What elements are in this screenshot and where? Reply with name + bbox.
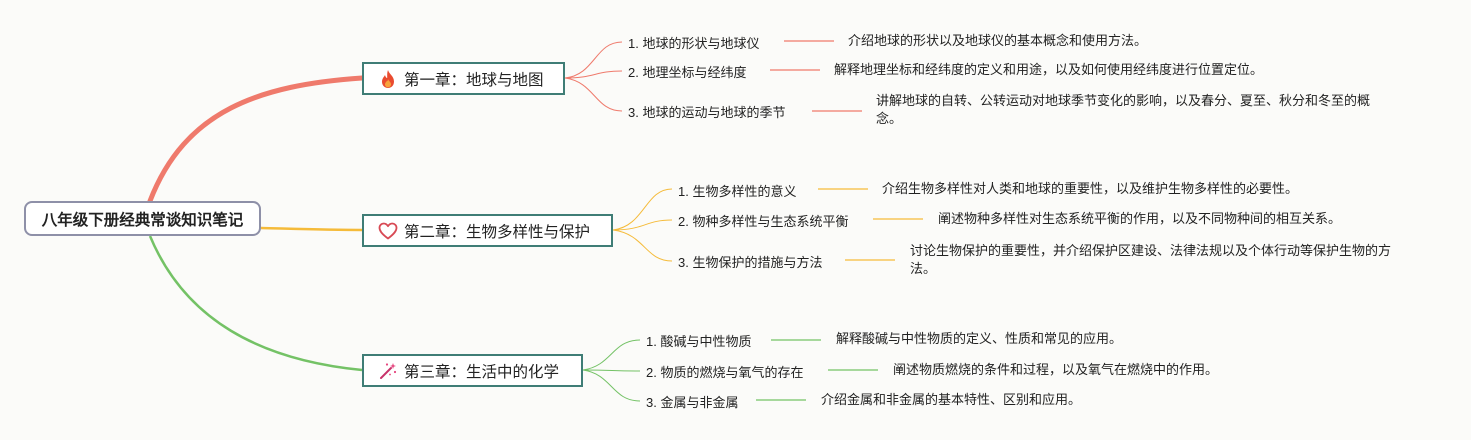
root-node[interactable]: 八年级下册经典常谈知识笔记 xyxy=(24,201,261,236)
desc-2-1: 介绍生物多样性对人类和地球的重要性，以及维护生物多样性的必要性。 xyxy=(882,181,1299,196)
connector-ch2-topic1 xyxy=(612,188,673,231)
topic-3-1[interactable]: 1. 酸碱与中性物质 xyxy=(646,334,752,349)
magic-wand-icon xyxy=(378,361,398,381)
topic-1-2[interactable]: 2. 地理坐标与经纬度 xyxy=(628,65,747,80)
topic-1-1[interactable]: 1. 地球的形状与地球仪 xyxy=(628,36,760,51)
connector-ch3-topic2 xyxy=(582,369,641,372)
chapter-title-3: 第三章：生活中的化学 xyxy=(404,363,560,381)
heart-outline-icon xyxy=(378,221,398,241)
connector-ch3-topic3 xyxy=(582,369,641,402)
desc-2-3: 讨论生物保护的重要性，并介绍保护区建设、法律法规以及个体行动等保护生物的方法。 xyxy=(910,243,1392,276)
desc-1-3: 讲解地球的自转、公转运动对地球季节变化的影响，以及春分、夏至、秋分和冬至的概念。 xyxy=(876,93,1371,126)
connector-ch2-topic2 xyxy=(612,219,673,231)
desc-1-2: 解释地理坐标和经纬度的定义和用途，以及如何使用经纬度进行位置定位。 xyxy=(834,62,1264,77)
chapter-node-2[interactable]: 第二章：生物多样性与保护 xyxy=(362,214,613,247)
topic-2-3[interactable]: 3. 生物保护的措施与方法 xyxy=(678,255,823,270)
desc-2-2: 阐述物种多样性对生态系统平衡的作用，以及不同物种间的相互关系。 xyxy=(938,211,1342,226)
chapter-node-1[interactable]: 第一章：地球与地图 xyxy=(362,62,565,95)
chapter-node-3[interactable]: 第三章：生活中的化学 xyxy=(362,354,583,387)
connector-ch1-topic3 xyxy=(564,77,623,112)
connector-root-chapter1 xyxy=(147,75,365,204)
chapter-title-2: 第二章：生物多样性与保护 xyxy=(404,223,591,241)
connector-ch1-topic2 xyxy=(564,70,623,79)
fire-icon xyxy=(378,69,398,89)
desc-3-2: 阐述物质燃烧的条件和过程，以及氧气在燃烧中的作用。 xyxy=(893,362,1219,377)
connector-root-chapter2 xyxy=(260,226,363,232)
root-title: 八年级下册经典常谈知识笔记 xyxy=(41,211,244,229)
connector-root-chapter3 xyxy=(148,235,363,372)
topic-2-2[interactable]: 2. 物种多样性与生态系统平衡 xyxy=(678,214,849,229)
chapter-title-1: 第一章：地球与地图 xyxy=(404,71,544,89)
topic-3-3[interactable]: 3. 金属与非金属 xyxy=(646,395,739,410)
topic-1-3[interactable]: 3. 地球的运动与地球的季节 xyxy=(628,105,786,120)
desc-1-1: 介绍地球的形状以及地球仪的基本概念和使用方法。 xyxy=(848,33,1148,48)
connector-ch1-topic1 xyxy=(564,41,623,79)
desc-3-3: 介绍金属和非金属的基本特性、区别和应用。 xyxy=(821,392,1082,407)
connector-ch3-topic1 xyxy=(582,339,641,371)
topic-2-1[interactable]: 1. 生物多样性的意义 xyxy=(678,184,797,199)
desc-3-1: 解释酸碱与中性物质的定义、性质和常见的应用。 xyxy=(836,331,1123,346)
topic-3-2[interactable]: 2. 物质的燃烧与氧气的存在 xyxy=(646,365,804,380)
connector-ch2-topic3 xyxy=(612,229,673,262)
